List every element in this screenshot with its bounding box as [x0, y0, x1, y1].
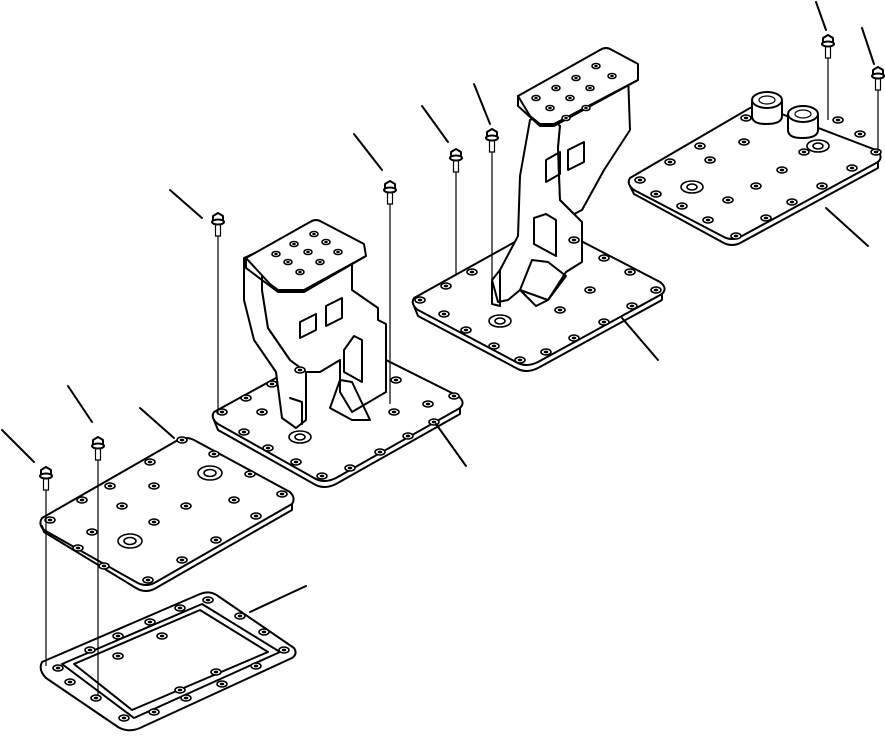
gasket: [39, 591, 297, 732]
leader-line: [435, 423, 467, 467]
bolt: [91, 436, 105, 461]
leader-line: [473, 83, 491, 125]
bolt-centerlines: [45, 58, 879, 696]
cover-plate-plain: [39, 436, 295, 592]
leader-line: [861, 27, 875, 65]
leader-line: [1, 429, 35, 463]
cover-plate-with-bracket-left: [211, 219, 464, 488]
bolt: [211, 212, 225, 237]
cover-plate-with-caps: [627, 91, 882, 246]
leader-line: [421, 105, 449, 143]
leader-line: [815, 1, 827, 31]
bolt: [871, 66, 885, 91]
bolt: [383, 180, 397, 205]
leader-line: [67, 385, 93, 423]
leader-line: [621, 317, 659, 361]
leader-line: [139, 407, 175, 439]
cover-plate-with-bracket-right: [411, 47, 666, 372]
leader-line: [825, 207, 869, 247]
leader-line: [353, 133, 383, 171]
leader-lines: [1, 1, 875, 613]
leader-line: [169, 189, 203, 219]
bolt: [821, 34, 835, 59]
leader-line: [249, 585, 307, 613]
bolt: [449, 148, 463, 173]
bolt: [39, 466, 53, 491]
bolt: [485, 128, 499, 153]
bolts: [39, 34, 885, 491]
